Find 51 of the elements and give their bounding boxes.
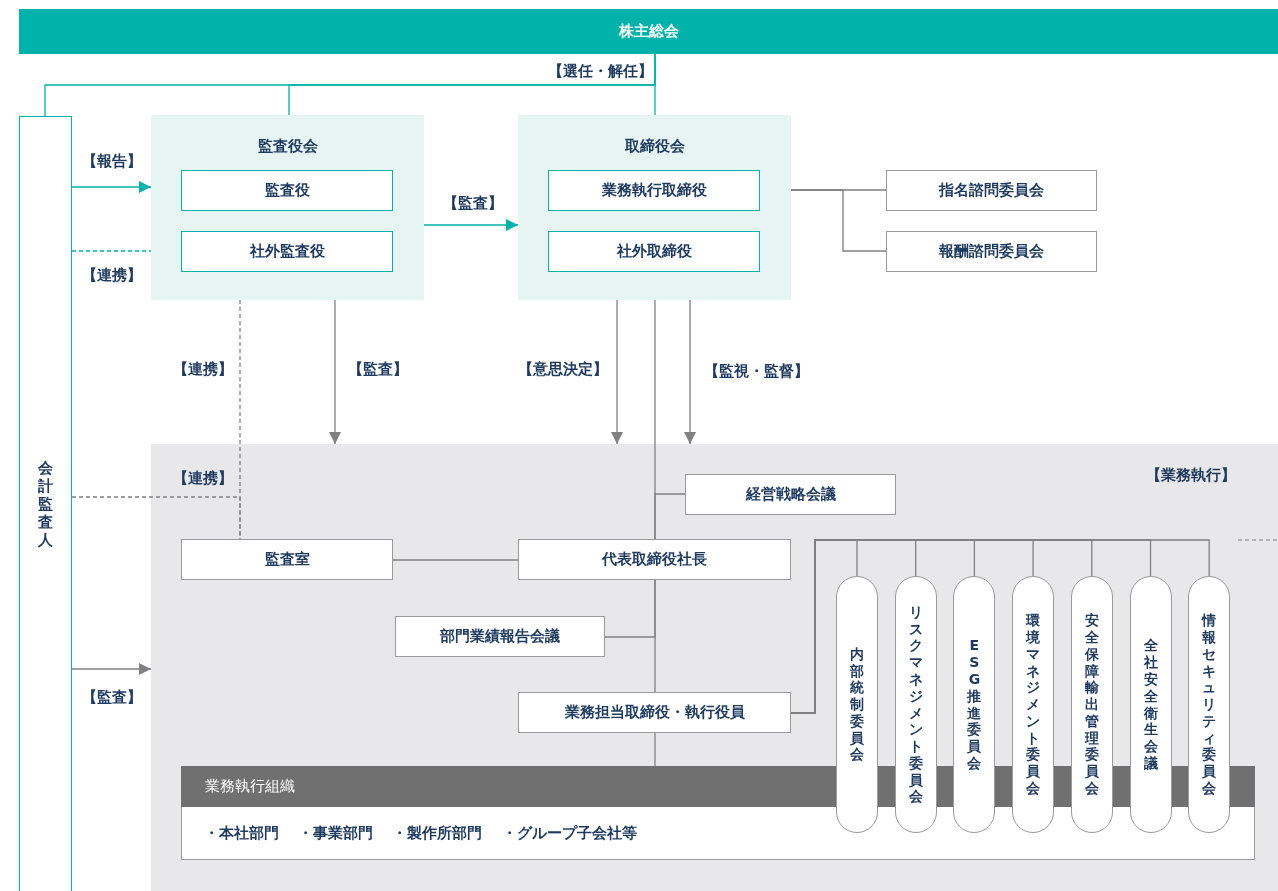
edge-label: 【意思決定】 bbox=[518, 360, 608, 379]
member-box: 業務執行取締役 bbox=[548, 170, 760, 211]
edge-label: 【連携】 bbox=[82, 266, 142, 285]
member-box: 社外監査役 bbox=[181, 231, 393, 272]
edge-label: 【連携】 bbox=[173, 469, 233, 488]
org-box: 部門業績報告会議 bbox=[395, 616, 605, 657]
connector-line bbox=[392, 559, 519, 561]
edge-label: 【報告】 bbox=[82, 152, 142, 171]
group-title: 取締役会 bbox=[623, 137, 686, 156]
section-title: 【業務執行】 bbox=[1146, 466, 1236, 485]
dashed-line bbox=[239, 299, 241, 540]
edge-label: 【連携】 bbox=[173, 360, 233, 379]
group-title: 監査役会 bbox=[256, 137, 319, 156]
committee-pill: 環境マネジメント委員会 bbox=[1012, 576, 1055, 833]
org-box: 業務担当取締役・執行役員 bbox=[518, 692, 791, 733]
arrow bbox=[684, 299, 696, 445]
committee-pill: 内部統制委員会 bbox=[836, 576, 878, 833]
arrow bbox=[71, 181, 152, 193]
member-box: 社外取締役 bbox=[548, 231, 760, 272]
connector-line bbox=[654, 579, 656, 693]
arrow bbox=[71, 663, 152, 675]
execution-area bbox=[151, 444, 1278, 891]
committee-pill: 情報セキュリティ委員会 bbox=[1188, 576, 1231, 833]
arrow bbox=[611, 299, 623, 445]
body-text: ・本社部門 ・事業部門 ・製作所部門 ・グループ子会社等 bbox=[204, 824, 637, 843]
member-box: 監査役 bbox=[181, 170, 393, 211]
committee-pill: 全社安全衛生会議 bbox=[1129, 576, 1172, 833]
connector-line bbox=[790, 189, 887, 252]
org-box: 報酬諮問委員会 bbox=[886, 231, 1097, 272]
committee-pill: ESG推進委員会 bbox=[953, 576, 996, 833]
arrow bbox=[423, 219, 519, 231]
org-box: 代表取締役社長 bbox=[518, 539, 791, 580]
banner-box: 株主総会 bbox=[19, 9, 1278, 54]
edge-label: 【監視・監督】 bbox=[704, 362, 809, 381]
connector-line bbox=[654, 732, 656, 767]
connector-line bbox=[44, 53, 656, 117]
edge-label: 【監査】 bbox=[443, 194, 503, 213]
arrow bbox=[329, 299, 341, 445]
board-panel bbox=[518, 115, 791, 300]
edge-label: 【選任・解任】 bbox=[548, 62, 653, 81]
org-box: 指名諮問委員会 bbox=[886, 170, 1097, 211]
committee-pill: リスクマネジメント委員会 bbox=[894, 576, 937, 833]
edge-label: 【監査】 bbox=[348, 360, 408, 379]
edge-label: 【監査】 bbox=[82, 688, 142, 707]
dashed-line bbox=[71, 250, 152, 252]
org-box: 監査室 bbox=[181, 539, 393, 580]
committee-pill: 安全保障輸出管理委員会 bbox=[1070, 576, 1113, 833]
board-panel bbox=[151, 115, 424, 300]
connector-line bbox=[654, 493, 686, 540]
auditor-box: 会計監査人 bbox=[19, 116, 72, 891]
org-box: 経営戦略会議 bbox=[685, 474, 896, 515]
